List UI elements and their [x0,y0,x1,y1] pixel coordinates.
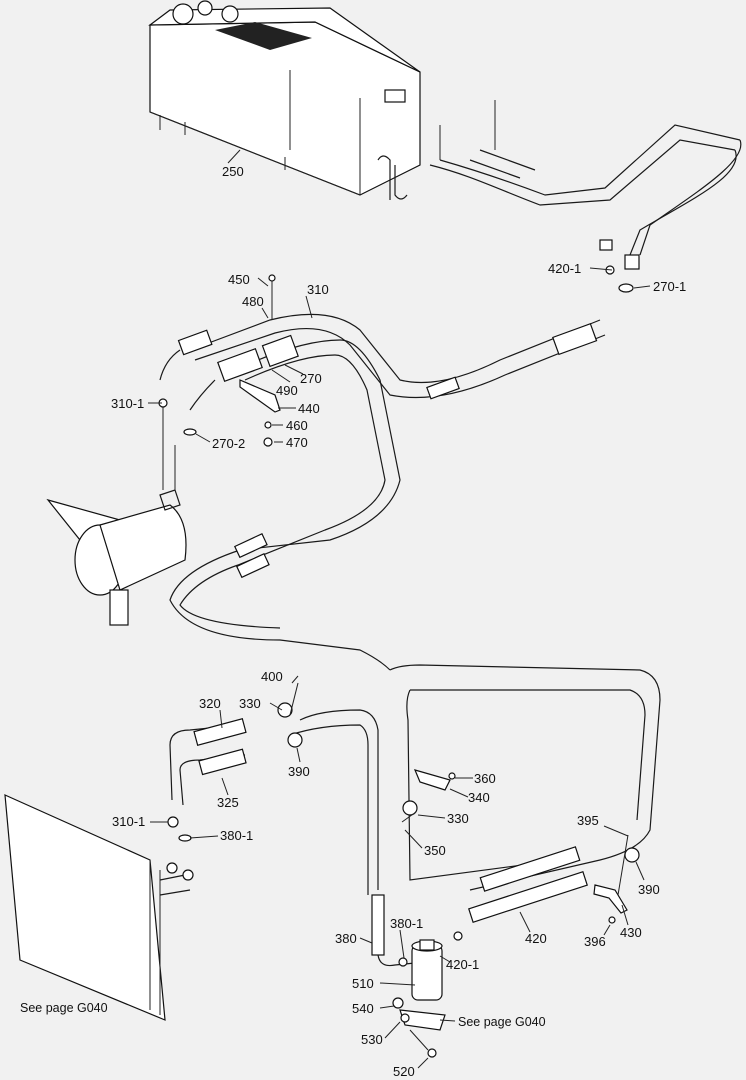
callout-320: 320 [199,696,221,711]
callout-350: 350 [424,843,446,858]
callout-490: 490 [276,383,298,398]
lower-hoses [169,664,661,1031]
small-fittings [158,265,634,1058]
callout-390-mid: 390 [288,764,310,779]
callout-330-mid: 330 [447,811,469,826]
callout-360: 360 [474,771,496,786]
note-see-page-left: See page G040 [20,1001,108,1015]
leader-lines [148,149,651,1069]
callout-380: 380 [335,931,357,946]
callout-430: 430 [620,925,642,940]
valve-lines-top [429,100,742,270]
callout-310-top: 310 [307,282,329,297]
callout-270-2: 270-2 [212,436,245,451]
callout-390-right: 390 [638,882,660,897]
callout-420-1-bot: 420-1 [446,957,479,972]
callout-250: 250 [222,164,244,179]
callout-395: 395 [577,813,599,828]
callout-480: 480 [242,294,264,309]
callout-400: 400 [261,669,283,684]
callout-460: 460 [286,418,308,433]
callout-330-top: 330 [239,696,261,711]
callout-450: 450 [228,272,250,287]
callout-396: 396 [584,934,606,949]
callout-470: 470 [286,435,308,450]
compressor [46,489,187,626]
callout-270: 270 [300,371,322,386]
hvac-unit-250 [148,0,421,200]
callout-440: 440 [298,401,320,416]
callout-270-1: 270-1 [653,279,686,294]
callout-380-1-mid: 380-1 [390,916,423,931]
callout-310-1-top: 310-1 [111,396,144,411]
callout-325: 325 [217,795,239,810]
callout-310-1-bot: 310-1 [112,814,145,829]
callout-labels: 250 450 480 310 420-1 270-1 310-1 490 27… [20,164,686,1079]
condenser [4,794,194,1021]
callout-420-1-top: 420-1 [548,261,581,276]
callout-420: 420 [525,931,547,946]
callout-510: 510 [352,976,374,991]
callout-520: 520 [393,1064,415,1079]
note-see-page-drier: See page G040 [458,1015,546,1029]
upper-hoses [159,313,606,671]
callout-540: 540 [352,1001,374,1016]
callout-530: 530 [361,1032,383,1047]
callout-340: 340 [468,790,490,805]
callout-380-1-left: 380-1 [220,828,253,843]
